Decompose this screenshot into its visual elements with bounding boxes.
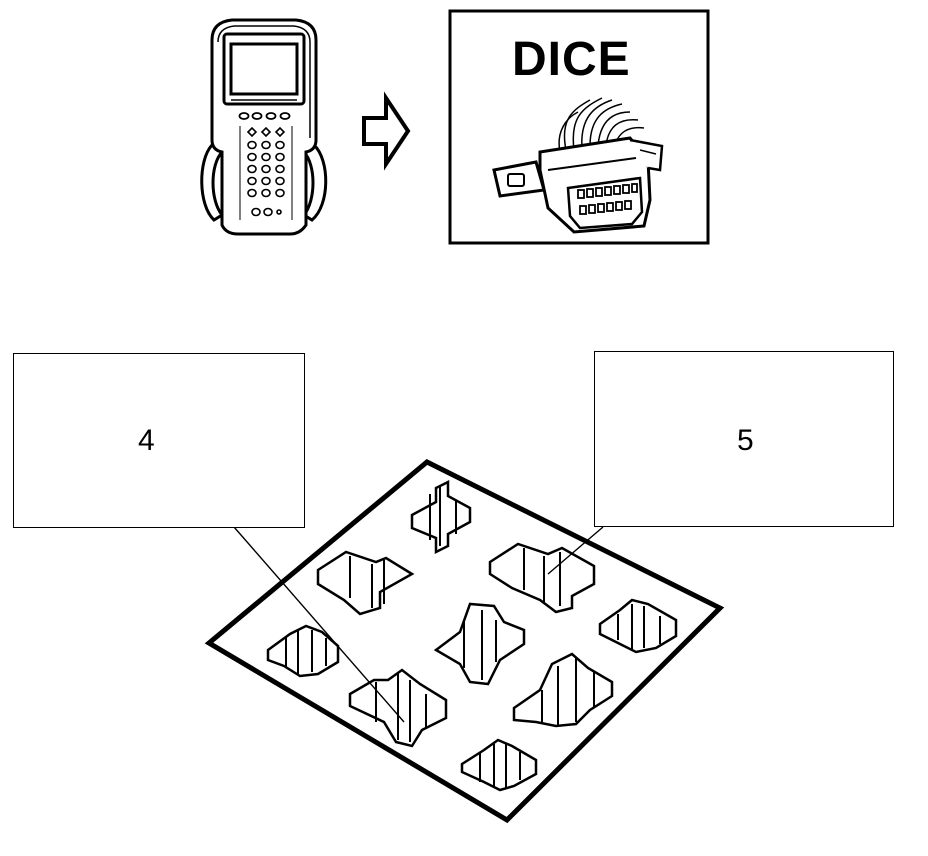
leader-line-4 [233, 526, 405, 723]
tray-cavity [598, 598, 678, 654]
callout-box-4: 4 [13, 353, 305, 528]
leader-line-5 [547, 526, 604, 575]
tray-cavity [512, 652, 614, 728]
arrow-right-icon [362, 91, 411, 171]
callout-number-4: 4 [138, 424, 155, 457]
tray-cavity [433, 602, 526, 686]
connector-tray-icon [204, 459, 725, 824]
tray-cavity [410, 479, 472, 555]
dice-title: DICE [512, 33, 631, 86]
tray-cavity [266, 624, 340, 678]
dice-connector-icon [492, 97, 664, 234]
tray-cavity [488, 542, 596, 614]
callout-number-5: 5 [737, 424, 754, 457]
tray-cavity [316, 550, 415, 616]
callout-box-5: 5 [594, 351, 894, 527]
tray-cavity [348, 668, 448, 748]
handheld-scan-tool-icon [200, 18, 328, 236]
tray-cavity [460, 738, 538, 792]
